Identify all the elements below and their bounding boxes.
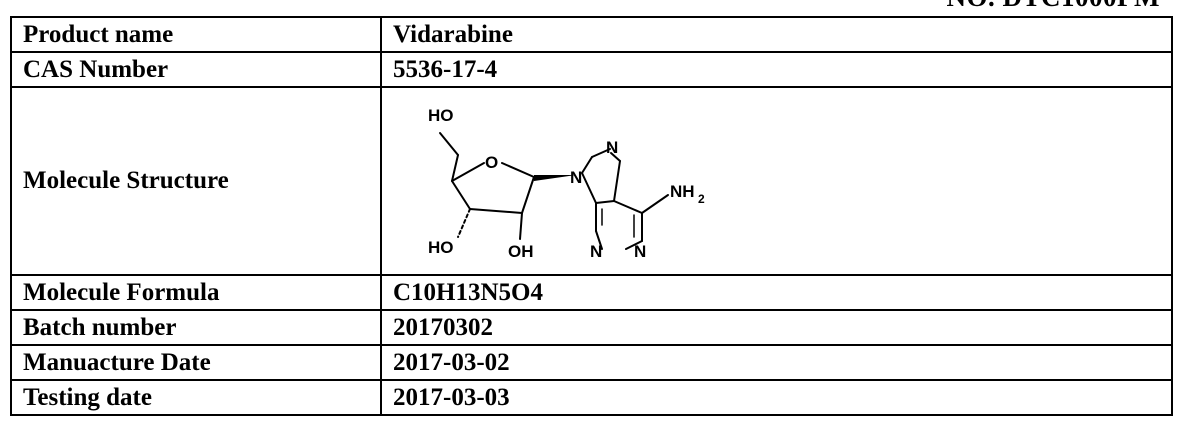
atom-label-nh-subscript: 2 <box>698 192 705 206</box>
field-value: 5536-17-4 <box>380 51 1173 88</box>
field-label: Product name <box>10 16 382 53</box>
atom-label-nh: NH <box>670 182 695 201</box>
field-value: 20170302 <box>380 309 1173 346</box>
molecule-structure-image: HO O N N NH 2 HO OH N N <box>428 106 705 261</box>
atom-label-ho-top: HO <box>428 106 454 125</box>
atom-label-oh: OH <box>508 242 534 261</box>
field-value: 2017-03-02 <box>380 344 1173 381</box>
field-value: Vidarabine <box>380 16 1173 53</box>
atom-label-n3: N <box>590 242 602 261</box>
field-label: Testing date <box>10 379 382 416</box>
table-row-molecule-formula: Molecule Formula C10H13N5O4 <box>10 274 1173 311</box>
table-row-testing-date: Testing date 2017-03-03 <box>10 379 1173 416</box>
document-number: NO. DTC1000PM <box>947 0 1160 13</box>
field-label: Manuacture Date <box>10 344 382 381</box>
molecule-structure-cell: HO O N N NH 2 HO OH N N <box>380 86 1173 276</box>
table-row-batch-number: Batch number 20170302 <box>10 309 1173 346</box>
table-row-molecule-structure: Molecule Structure <box>10 86 1173 276</box>
atom-label-ring-o: O <box>485 153 498 172</box>
atom-label-n1: N <box>634 242 646 261</box>
field-value: C10H13N5O4 <box>380 274 1173 311</box>
atom-label-n7: N <box>606 138 618 157</box>
field-label: Molecule Formula <box>10 274 382 311</box>
field-label: Molecule Structure <box>10 86 382 276</box>
field-value: 2017-03-03 <box>380 379 1173 416</box>
atom-label-ho-left: HO <box>428 238 454 257</box>
field-label: Batch number <box>10 309 382 346</box>
table-row-cas-number: CAS Number 5536-17-4 <box>10 51 1173 88</box>
product-spec-table: Product name Vidarabine CAS Number 5536-… <box>10 16 1173 416</box>
atom-label-n9: N <box>570 168 582 187</box>
field-label: CAS Number <box>10 51 382 88</box>
table-row-manufacture-date: Manuacture Date 2017-03-02 <box>10 344 1173 381</box>
table-row-product-name: Product name Vidarabine <box>10 16 1173 53</box>
